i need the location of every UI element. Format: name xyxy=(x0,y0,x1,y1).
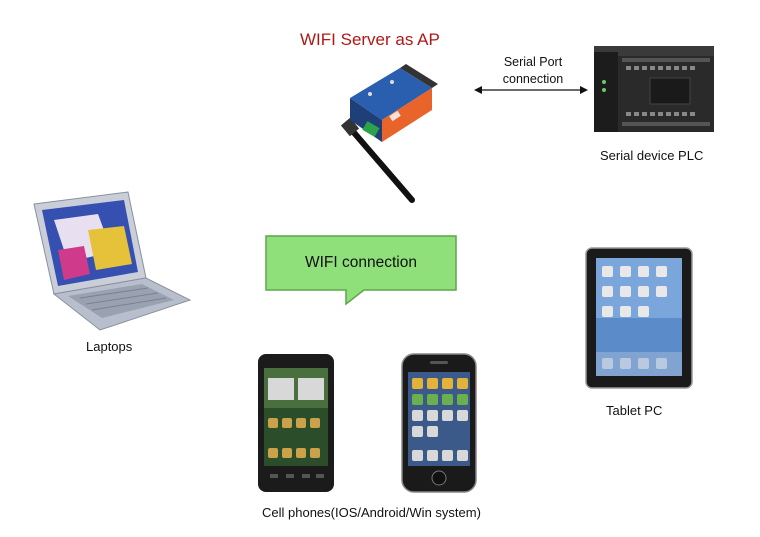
tablet-icon xyxy=(585,247,693,389)
plc-label: Serial device PLC xyxy=(600,148,704,163)
wifi-server-device xyxy=(340,64,438,203)
laptop-icon xyxy=(33,191,192,331)
phones-label: Cell phones(IOS/Android/Win system) xyxy=(262,505,481,520)
iphone-icon xyxy=(401,353,477,493)
serial-link-label: Serial Port connection xyxy=(502,55,564,86)
plc-device xyxy=(594,46,714,132)
wifi-connection-bubble xyxy=(265,235,457,306)
serial-link-arrow xyxy=(474,86,588,94)
android-phone-icon xyxy=(258,354,334,492)
wifi-connection-text: WIFI connection xyxy=(305,254,417,271)
diagram-title: WIFI Server as AP xyxy=(300,30,440,49)
laptop-label: Laptops xyxy=(86,339,133,354)
tablet-label: Tablet PC xyxy=(606,403,663,418)
